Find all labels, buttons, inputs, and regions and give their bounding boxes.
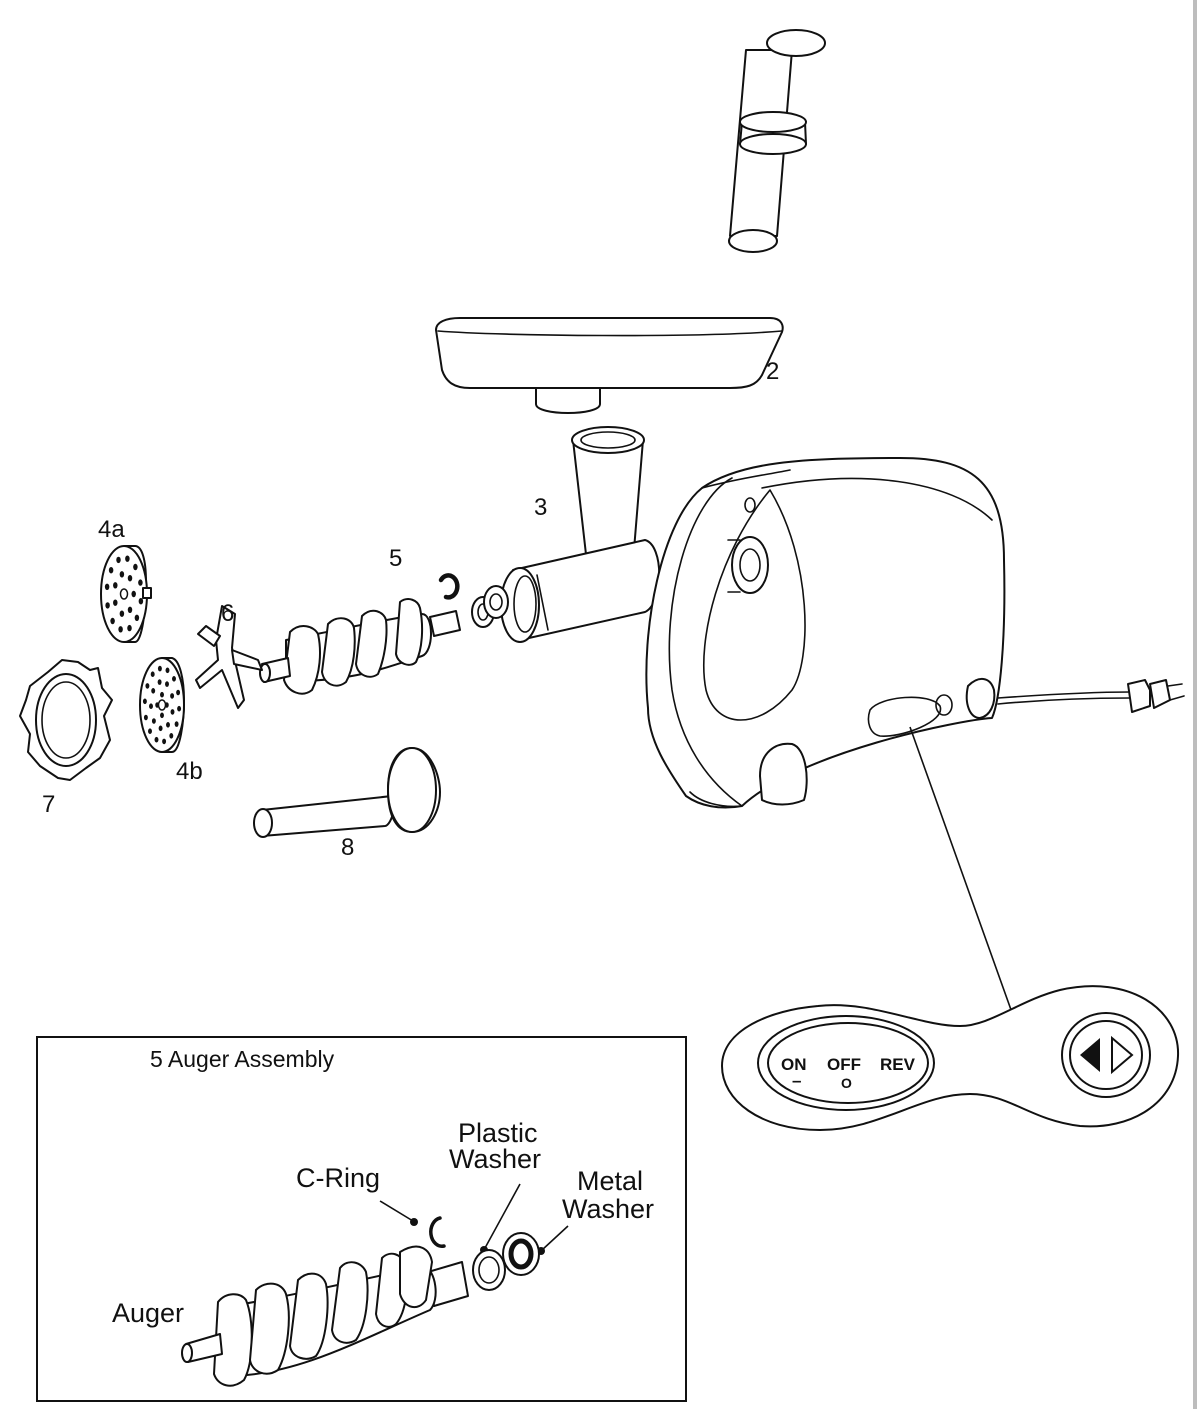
plate-center-hole bbox=[119, 588, 129, 600]
callout-5: 5 bbox=[389, 545, 402, 572]
plate-hole bbox=[170, 693, 175, 699]
plate-hole bbox=[148, 728, 152, 734]
power-switch[interactable] bbox=[767, 1022, 929, 1104]
plate-hole bbox=[138, 598, 144, 605]
plate-hole bbox=[118, 626, 123, 633]
plate-hole bbox=[177, 705, 182, 712]
switch-on-mark: – bbox=[792, 1071, 801, 1090]
c-ring-label: C-Ring bbox=[296, 1163, 380, 1193]
control-panel-detail: ON – OFF O REV bbox=[721, 985, 1180, 1131]
switch-rev-label: REV bbox=[880, 1055, 916, 1074]
metal-washer-label-2: Washer bbox=[562, 1194, 654, 1224]
plate-hole bbox=[138, 579, 143, 586]
feeding-tray bbox=[435, 317, 784, 414]
switch-leader-line bbox=[909, 726, 1021, 1036]
callout-3: 3 bbox=[534, 494, 547, 521]
plate-hole bbox=[158, 725, 163, 732]
plate-hole bbox=[110, 617, 115, 625]
plate-hole bbox=[154, 736, 159, 743]
plate-hole bbox=[174, 721, 179, 727]
plate-center-hole bbox=[157, 699, 167, 711]
auger-part bbox=[259, 598, 461, 695]
plate-hole bbox=[108, 567, 114, 574]
auger-small-parts bbox=[438, 573, 509, 628]
plastic-washer-label-1: Plastic bbox=[458, 1118, 538, 1148]
power-cord bbox=[997, 679, 1185, 713]
switch-off-label: OFF bbox=[827, 1055, 861, 1074]
plate-hole bbox=[127, 606, 133, 613]
plate-hole bbox=[166, 722, 170, 728]
plate-hole bbox=[134, 614, 140, 621]
metal-washer-part bbox=[483, 585, 509, 619]
plate-hole bbox=[151, 718, 156, 724]
plate-hole bbox=[157, 679, 162, 685]
stuffing-tube bbox=[253, 747, 441, 838]
plate-hole bbox=[127, 575, 133, 582]
plate-hole bbox=[104, 583, 110, 590]
grinding-plate-4b bbox=[139, 657, 185, 753]
plate-hole bbox=[143, 714, 148, 721]
cross-blade bbox=[195, 605, 263, 709]
plate-hole bbox=[165, 681, 169, 687]
inset-title: 5 Auger Assembly bbox=[150, 1046, 335, 1072]
food-pusher bbox=[728, 29, 826, 253]
callout-7: 7 bbox=[42, 791, 55, 818]
reverse-left-arrow-icon bbox=[1080, 1038, 1100, 1072]
plastic-washer-label-2: Washer bbox=[449, 1144, 541, 1174]
plate-hole bbox=[160, 712, 164, 719]
reverse-button[interactable] bbox=[1069, 1020, 1143, 1090]
auger-assembly-inset: 5 Auger Assembly C-Ring Plastic Washer M… bbox=[36, 1036, 687, 1402]
plate-hole bbox=[150, 671, 155, 677]
plate-hole bbox=[157, 665, 162, 672]
plate-hole bbox=[165, 667, 170, 674]
plate-hole bbox=[127, 624, 132, 632]
motor-housing bbox=[645, 457, 1006, 809]
plate-hole bbox=[149, 703, 153, 709]
plate-hole bbox=[113, 599, 118, 606]
c-ring-icon bbox=[429, 1216, 446, 1248]
plate-hole bbox=[162, 738, 167, 745]
plate-hole bbox=[170, 709, 175, 715]
plate-hole bbox=[125, 555, 130, 562]
metal-washer-label-1: Metal bbox=[577, 1166, 643, 1196]
callout-4b: 4b bbox=[176, 758, 203, 785]
plate-hole bbox=[116, 556, 121, 564]
c-ring-part bbox=[438, 573, 460, 600]
callout-6: 6 bbox=[221, 600, 234, 627]
grinder-head bbox=[500, 426, 661, 643]
plate-hole bbox=[172, 676, 176, 682]
plate-hole bbox=[119, 571, 125, 578]
plate-hole bbox=[105, 602, 110, 609]
switch-off-mark: O bbox=[841, 1075, 852, 1091]
forward-right-arrow-icon bbox=[1111, 1035, 1134, 1075]
plate-hole bbox=[151, 688, 156, 694]
plate-hole bbox=[113, 582, 118, 589]
plate-hole bbox=[145, 683, 150, 689]
plate-hole bbox=[133, 563, 138, 571]
callout-2: 2 bbox=[766, 358, 779, 385]
ring-nut bbox=[19, 659, 113, 781]
plate-hole bbox=[169, 733, 174, 739]
plastic-washer-icon bbox=[472, 1249, 506, 1291]
plate-hole bbox=[142, 698, 147, 705]
switch-on-label: ON bbox=[781, 1055, 807, 1074]
grinding-plate-4a bbox=[100, 545, 152, 643]
callout-8: 8 bbox=[341, 834, 354, 861]
plate-hole bbox=[131, 590, 136, 598]
plate-hole bbox=[176, 689, 181, 696]
callout-4a: 4a bbox=[98, 516, 125, 543]
auger-icon bbox=[181, 1245, 469, 1387]
auger-label: Auger bbox=[112, 1298, 184, 1328]
plate-hole bbox=[160, 691, 164, 698]
plate-hole bbox=[119, 610, 125, 617]
